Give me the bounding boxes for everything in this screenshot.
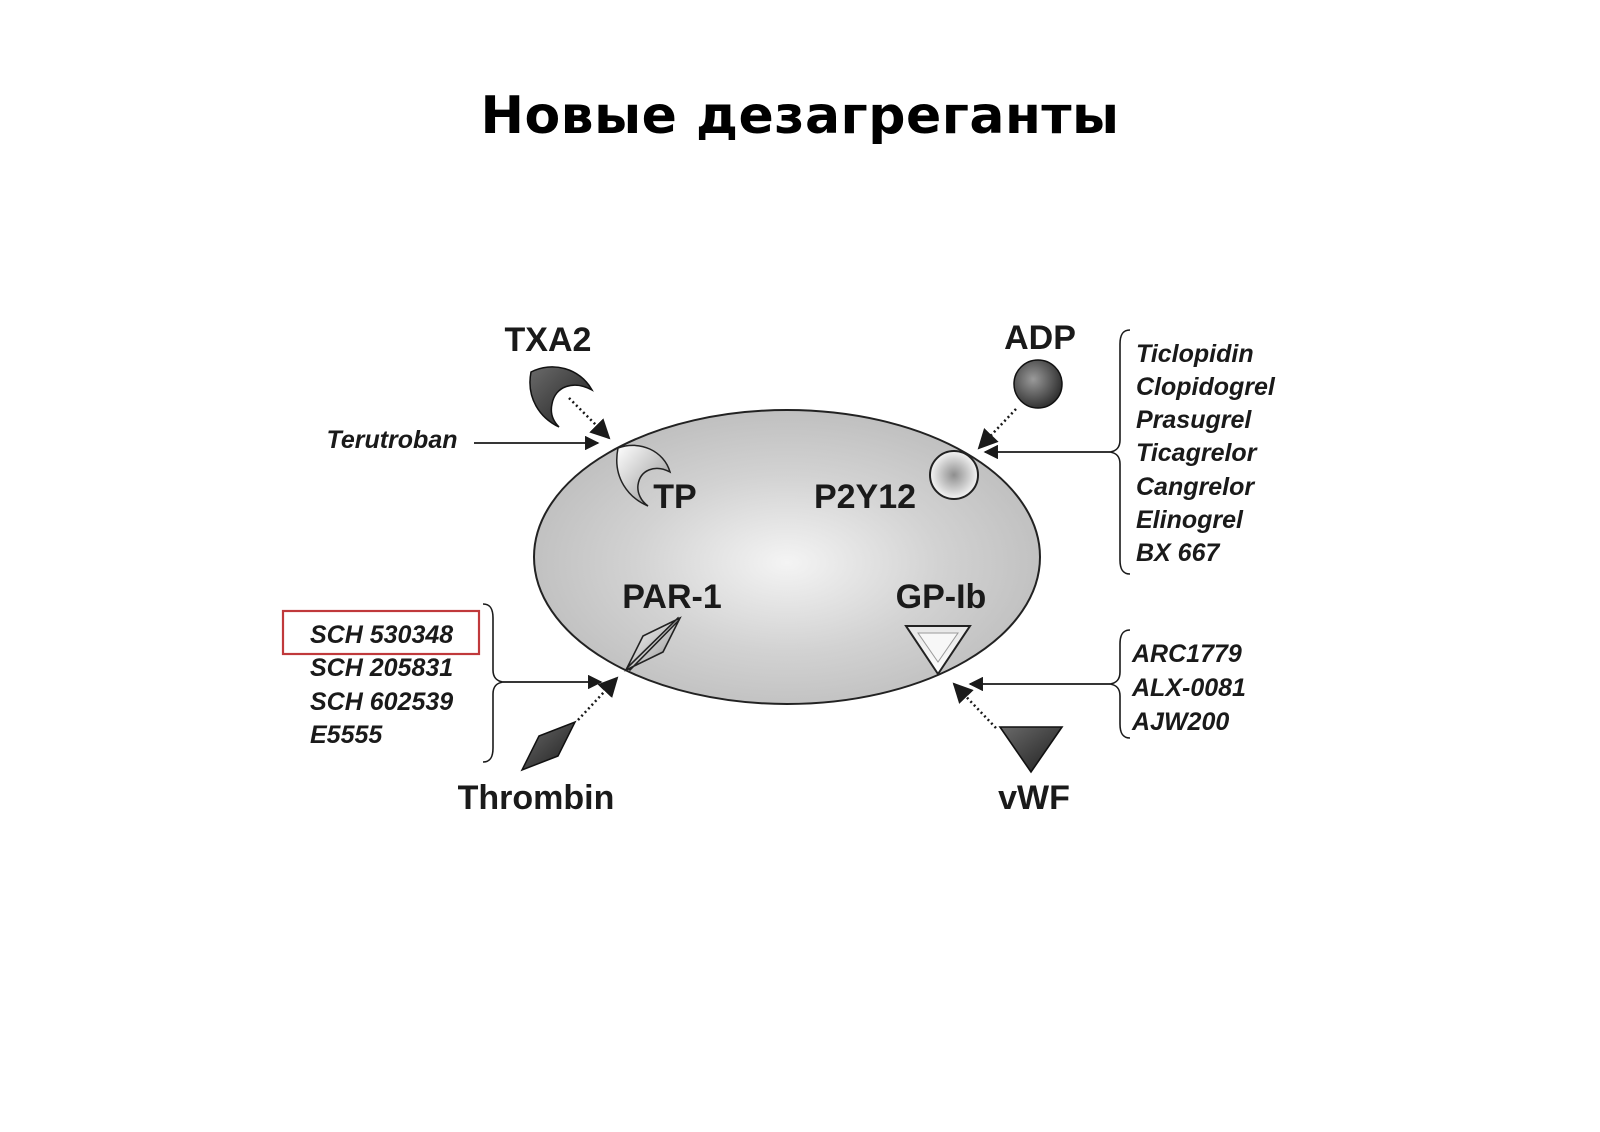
p2y12-receptor-icon bbox=[929, 450, 979, 500]
inhibitor-label-cangrelor: Cangrelor bbox=[1136, 473, 1255, 501]
inhibitor-label-clopidogrel: Clopidogrel bbox=[1136, 373, 1276, 401]
agonist-label-vwf: vWF bbox=[998, 779, 1070, 817]
gpib-inhibitors-bracket bbox=[1109, 629, 1131, 739]
thrombin-ligand-icon bbox=[520, 720, 577, 772]
par1-receptor-icon bbox=[624, 616, 682, 672]
par1-inhibitors-bracket bbox=[482, 603, 504, 763]
inhibitor-label-bx667: BX 667 bbox=[1136, 539, 1220, 567]
inhibitor-label-sch602539: SCH 602539 bbox=[310, 688, 453, 716]
adp-binding-arrow bbox=[977, 408, 1017, 450]
inhibitor-label-ticagrelor: Ticagrelor bbox=[1136, 439, 1258, 467]
inhibitor-label-sch205831: SCH 205831 bbox=[310, 654, 453, 682]
highlight-box-sch530348 bbox=[281, 609, 481, 656]
slide-title: Новые дезагреганты bbox=[480, 86, 1120, 146]
p2y12-inhibitors-bracket bbox=[1109, 329, 1131, 575]
gpib-receptor-inner bbox=[917, 632, 959, 663]
inhibitor-label-alx0081: ALX-0081 bbox=[1131, 674, 1246, 702]
agonist-label-txa2: TXA2 bbox=[505, 321, 592, 359]
receptor-label-par1: PAR-1 bbox=[622, 578, 722, 616]
agonist-label-thrombin: Thrombin bbox=[458, 779, 615, 817]
inhibitor-label-arc1779: ARC1779 bbox=[1131, 640, 1242, 668]
tp-receptor-icon bbox=[616, 444, 672, 507]
txa2-ligand-icon bbox=[529, 366, 594, 428]
agonist-label-adp: ADP bbox=[1004, 319, 1076, 357]
adp-ligand-icon bbox=[1013, 359, 1063, 409]
inhibitor-label-e5555: E5555 bbox=[310, 721, 383, 749]
inhibitor-label-elinogrel: Elinogrel bbox=[1136, 506, 1244, 534]
inhibitor-label-prasugrel: Prasugrel bbox=[1136, 406, 1252, 434]
receptor-label-gpib: GP-Ib bbox=[896, 578, 987, 616]
receptor-label-tp: TP bbox=[653, 478, 696, 516]
inhibitor-label-ticlopidin: Ticlopidin bbox=[1136, 340, 1254, 368]
inhibitor-label-ajw200: AJW200 bbox=[1131, 708, 1229, 736]
inhibitor-label-terutroban: Terutroban bbox=[326, 426, 457, 454]
vwf-binding-arrow bbox=[952, 682, 997, 729]
thrombin-binding-arrow bbox=[577, 676, 619, 721]
receptor-label-p2y12: P2Y12 bbox=[814, 478, 916, 516]
txa2-binding-arrow bbox=[568, 397, 611, 440]
inhibitor-label-sch530348: SCH 530348 bbox=[310, 621, 453, 649]
vwf-ligand-icon bbox=[998, 726, 1064, 774]
